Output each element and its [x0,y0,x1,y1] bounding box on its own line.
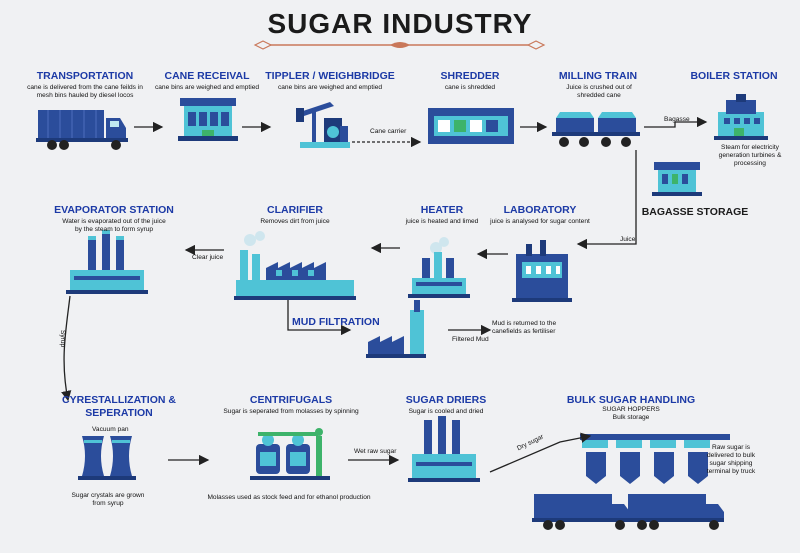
page-title: SUGAR INDUSTRY [267,8,533,39]
clear-juice-label: Clear juice [192,254,224,261]
filtered-mud-label: Filtered Mud [452,336,489,343]
laboratory-title: LABORATORY [503,204,577,216]
shredder-title: SHREDDER [440,70,500,82]
centrifugals-desc: Sugar is seperated from molasses by spin… [223,408,359,415]
bulk-sugar-desc: Raw sugar is delivered to bulk sugar shi… [706,444,756,475]
syrup-label: Syrup [59,330,66,348]
bagasse-storage-title: BAGASSE STORAGE [641,206,749,218]
bulk-truck-icon [532,494,724,530]
laboratory-desc: juice is analysed for sugar content [490,218,590,225]
transportation-desc: cane is delivered from the cane feilds i… [27,84,143,99]
heater-desc: juice is heated and limed [405,218,479,225]
evaporator-icon [66,230,148,294]
shredder-desc: cane is shredded [444,84,496,91]
tippler-title: TIPPLER / WEIGHBRIDGE [265,70,395,82]
mud-filtration-icon [366,300,426,358]
vacuum-pan-label: Vacuum pan [92,426,129,433]
sugar-driers-desc: Sugar is cooled and dried [408,408,484,415]
clarifier-desc: Removes dirt from juice [260,218,330,225]
crystallization-desc: Sugar crystals are grown from syrup [71,492,145,507]
cane-carrier-label: Cane carrier [370,128,407,135]
centrifugals-bottom-desc: Molasses used as stock feed and for etha… [207,494,371,501]
vacuum-pan-icon [78,436,136,480]
mud-filtration-title: MUD FILTRATION [292,316,380,328]
juice-label: Juice [620,236,636,243]
centrifugals-icon [250,428,330,480]
wet-raw-sugar-label: Wet raw sugar [354,448,397,455]
truck-icon [36,110,128,150]
clarifier-title: CLARIFIER [267,204,323,216]
cane-receival-desc: cane bins are weighed and emptied [154,84,260,91]
sugar-driers-icon [408,416,480,482]
cane-receival-icon [178,98,238,141]
milling-train-title: MILLING TRAIN [558,70,638,82]
boiler-station-title: BOILER STATION [690,70,778,82]
sugar-driers-title: SUGAR DRIERS [405,394,487,406]
sugar-hoppers-icon [580,434,730,484]
title-ornament [253,40,546,50]
boiler-station-desc: Steam for electricity generation turbine… [718,144,782,167]
milling-train-icon [552,112,640,147]
evaporator-desc: Water is evaporated out of the juice by … [62,218,166,233]
crystallization-title-line2: SEPERATION [85,407,153,419]
shredder-icon [428,108,514,144]
bagasse-label: Bagasse [664,116,690,123]
clarifier-icon [234,231,356,300]
tippler-icon [296,102,350,148]
evaporator-title: EVAPORATOR STATION [54,204,174,216]
flow-arrows [61,116,708,473]
boiler-station-icon [714,94,768,140]
bulk-sugar-sub2: Bulk storage [612,414,650,421]
bagasse-storage-icon [652,162,702,196]
centrifugals-title: CENTRIFUGALS [249,394,333,406]
bulk-sugar-title: BULK SUGAR HANDLING [566,394,696,406]
mud-filtration-desc: Mud is returned to the canefields as fer… [492,320,557,335]
heater-title: HEATER [420,204,464,216]
bulk-sugar-sub1: SUGAR HOPPERS [602,406,660,413]
laboratory-icon [512,240,572,302]
cane-receival-title: CANE RECEIVAL [164,70,250,82]
heater-icon [408,237,470,298]
crystallization-title-line1: CYRESTALLIZATION & [62,394,176,406]
tippler-desc: cane bins are weighed and emptied [277,84,383,91]
milling-train-desc: Juice is crushed out of shredded cane [566,84,632,99]
transportation-title: TRANSPORTATION [36,70,134,82]
